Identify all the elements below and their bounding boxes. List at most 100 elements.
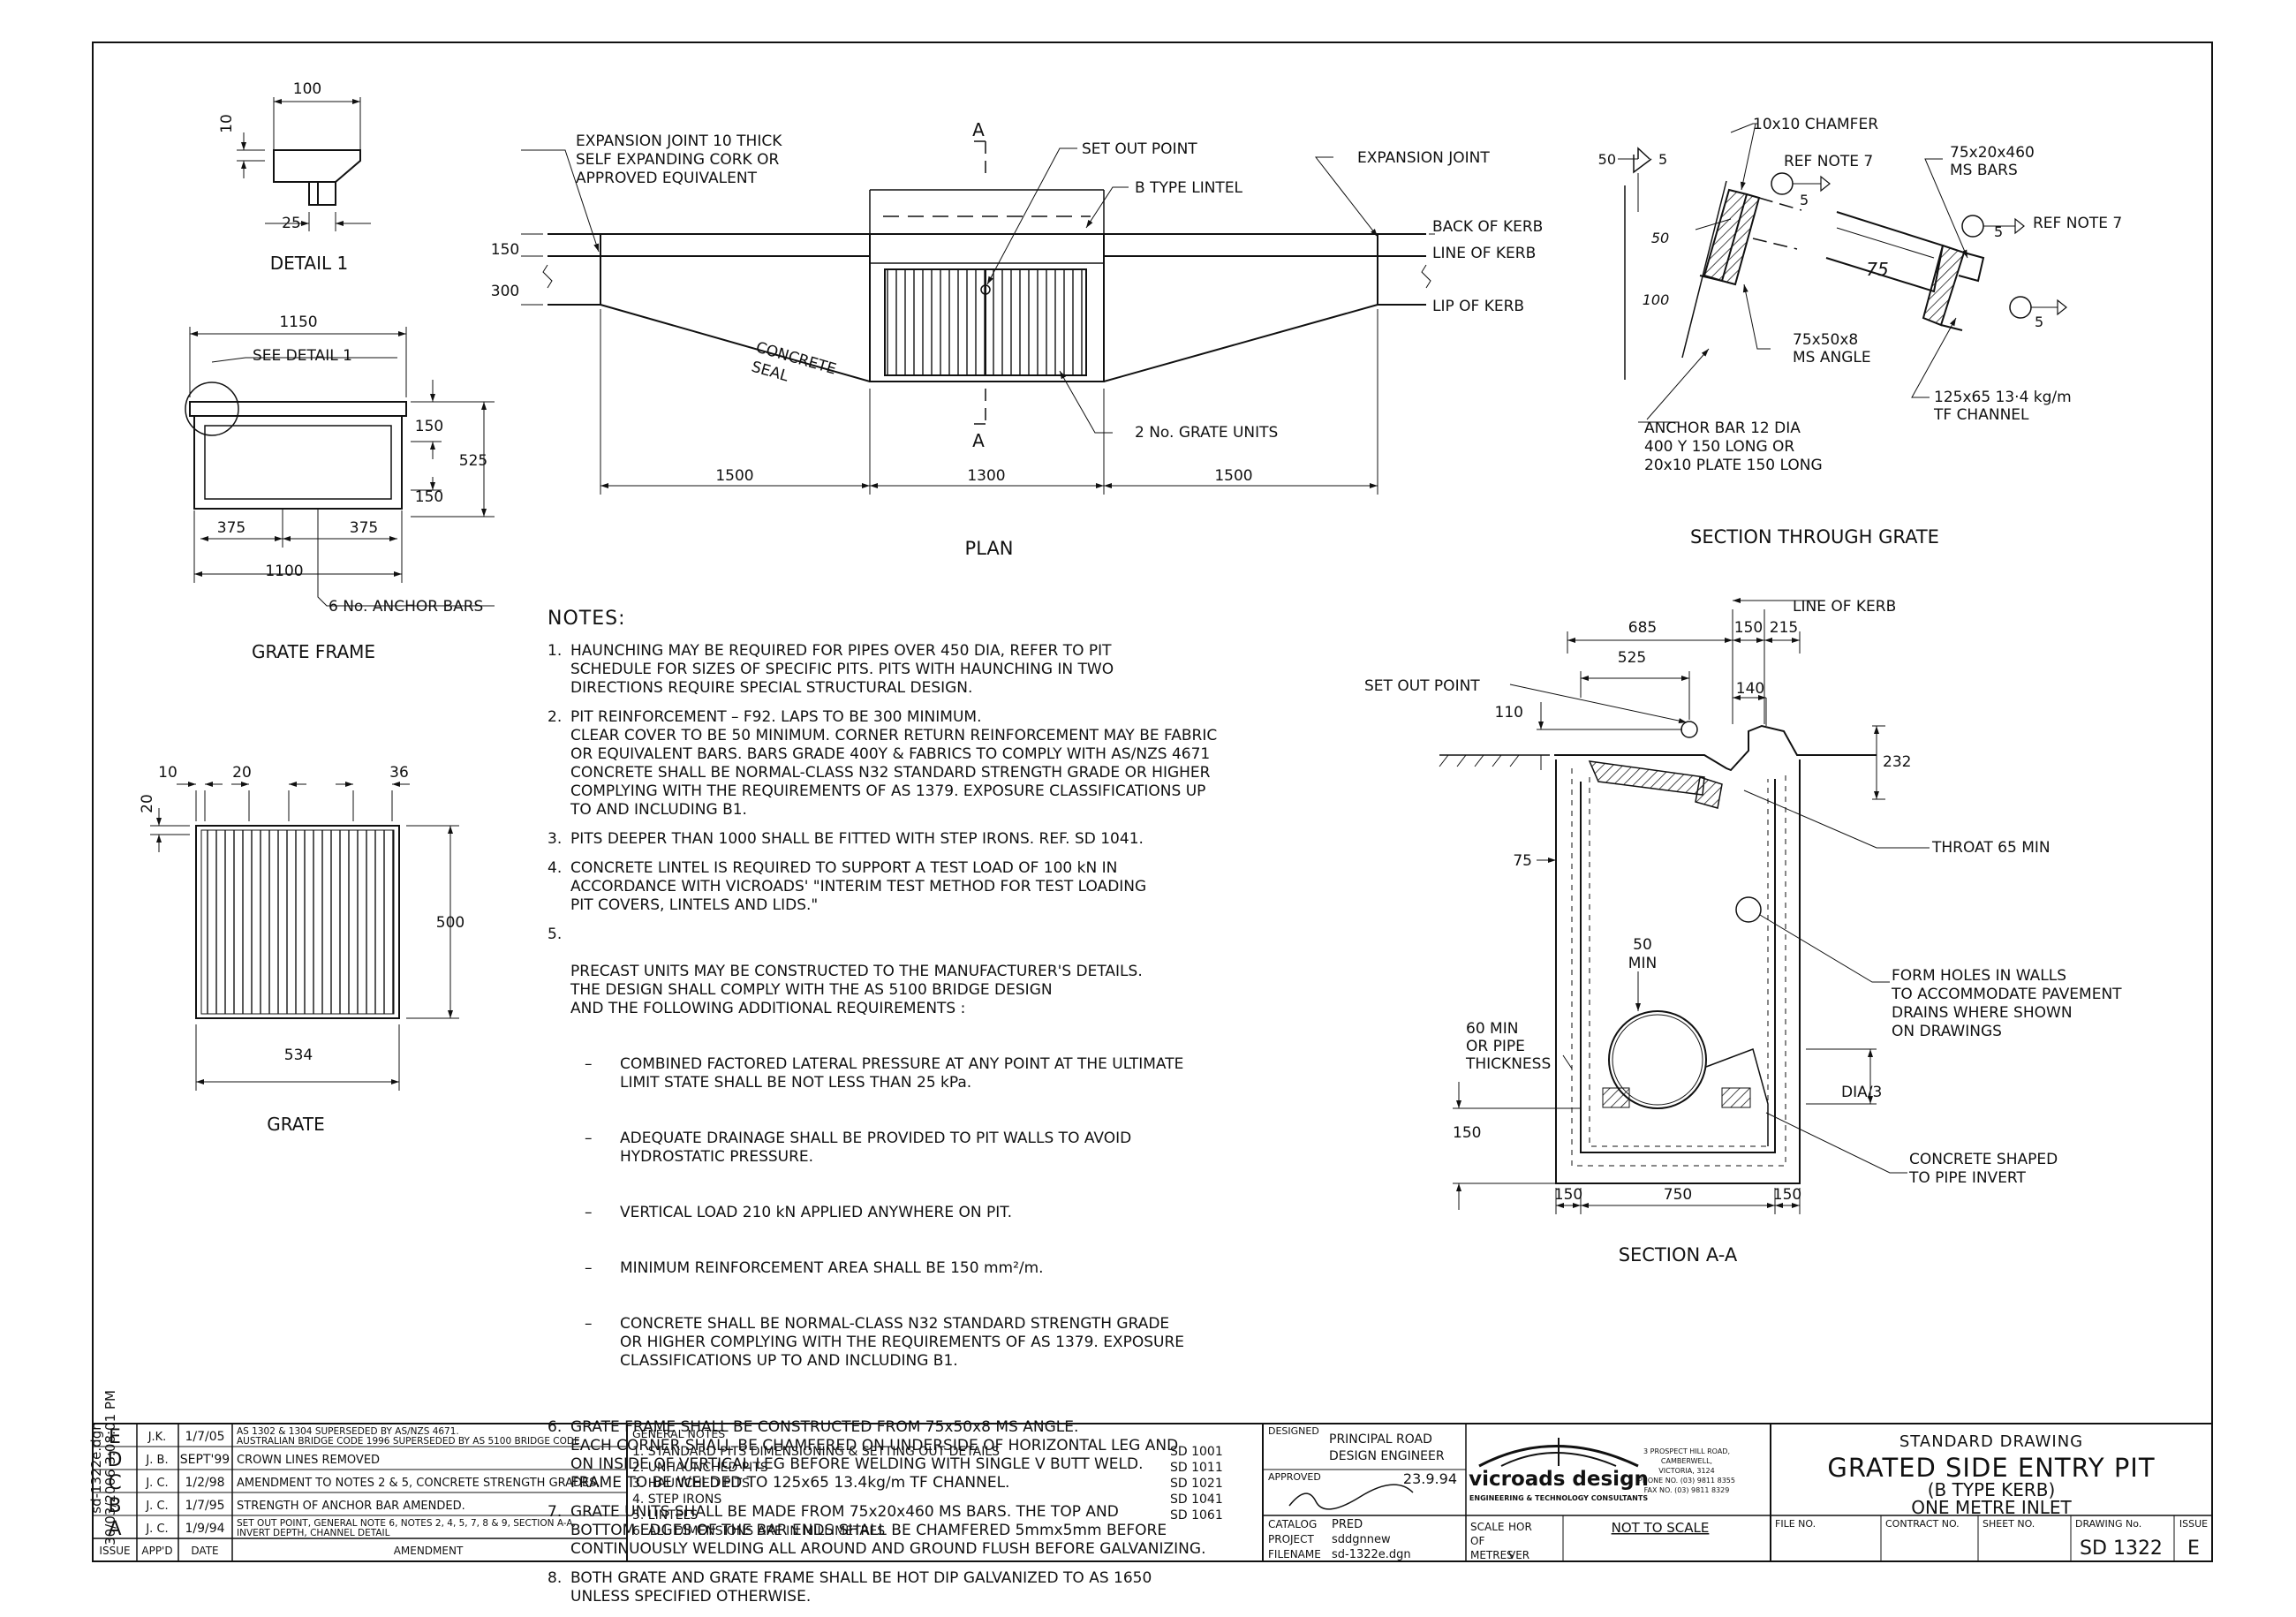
plan-view (521, 140, 1435, 495)
detail1-dim-100: 100 (293, 80, 321, 98)
note-number: 2. (548, 708, 563, 726)
frame-dim-1100: 1100 (265, 563, 303, 580)
general-note: 1. STANDARD PITS DIMENSIONING & SETTING … (632, 1445, 1000, 1459)
plan-callout-expansion-joint-1: EXPANSION JOINT 10 THICK (576, 132, 782, 150)
aa-dim-150bl: 150 (1554, 1186, 1582, 1204)
aa-dim-685: 685 (1628, 619, 1657, 637)
amend-text: AMENDMENT TO NOTES 2 & 5, CONCRETE STREN… (237, 1477, 600, 1490)
notes-heading: NOTES: (548, 608, 626, 630)
amend-issue: B (108, 1495, 121, 1517)
amend-appd: J. C. (145, 1477, 168, 1490)
filename-value: sd-1322e.dgn (1332, 1548, 1411, 1561)
drawing-subtitle-2: ONE METRE INLET (1911, 1497, 2072, 1518)
frame-dim-375b: 375 (350, 519, 378, 537)
amend-date: 1/9/94 (185, 1522, 224, 1536)
sec-callout-tf-channel: TF CHANNEL (1933, 406, 2029, 424)
amend-text: SET OUT POINT, GENERAL NOTE 6, NOTES 2, … (237, 1518, 576, 1529)
section-through-grate (1618, 123, 2067, 423)
aa-callout-form-holes-3: DRAINS WHERE SHOWN (1892, 1004, 2073, 1022)
project-label: PROJECT (1268, 1533, 1315, 1545)
dash-glyph: – (585, 1055, 593, 1073)
company-address-1: 3 PROSPECT HILL ROAD, (1643, 1447, 1730, 1455)
general-note: 6. ALL DIMENSIONS ARE IN MILLIMETRES (632, 1524, 885, 1538)
note-item: 4. CONCRETE LINTEL IS REQUIRED TO SUPPOR… (548, 859, 1360, 915)
general-note-ref: SD 1001 (1170, 1445, 1223, 1459)
grate-frame-title: GRATE FRAME (252, 641, 375, 662)
sec-dim-100: 100 (1643, 291, 1670, 308)
approved-date: 23.9.94 (1403, 1470, 1457, 1487)
general-note-ref: SD 1061 (1170, 1508, 1223, 1523)
amend-text-2: AUSTRALIAN BRIDGE CODE 1996 SUPERSEDED B… (237, 1436, 580, 1447)
sec-dim-50a: 50 (1598, 151, 1616, 168)
plan-callout-expansion-joint-3: APPROVED EQUIVALENT (576, 170, 758, 187)
note-item: 7. GRATE UNITS SHALL BE MADE FROM 75x20x… (548, 1503, 1360, 1559)
sec-callout-chamfer: 10x10 CHAMFER (1753, 116, 1878, 133)
issue-value: E (2187, 1538, 2200, 1560)
general-note-ref: SD 1041 (1170, 1492, 1223, 1507)
note-subitem: –MINIMUM REINFORCEMENT AREA SHALL BE 150… (585, 1259, 1360, 1278)
aa-dim-110: 110 (1495, 704, 1523, 722)
logo-tagline: ENGINEERING & TECHNOLOGY CONSULTANTS (1469, 1494, 1648, 1502)
amend-issue: E (109, 1426, 121, 1448)
notes-block: NOTES: 1. HAUNCHING MAY BE REQUIRED FOR … (548, 609, 1360, 1617)
frame-dim-375a: 375 (217, 519, 245, 537)
note-text: GRATE FRAME SHALL BE CONSTRUCTED FROM 75… (570, 1418, 1179, 1492)
note-number: 6. (548, 1418, 563, 1436)
amend-appd: J.K. (147, 1431, 167, 1444)
aa-callout-set-out-point: SET OUT POINT (1364, 677, 1480, 695)
note-subitem: –VERTICAL LOAD 210 kN APPLIED ANYWHERE O… (585, 1204, 1360, 1222)
aa-dim-232: 232 (1883, 753, 1911, 771)
plan-callout-grate-units: 2 No. GRATE UNITS (1135, 424, 1278, 442)
aa-callout-form-holes-1: FORM HOLES IN WALLS (1892, 967, 2066, 985)
aa-callout-throat: THROAT 65 MIN (1931, 839, 2051, 857)
frame-callout-anchor-bars: 6 No. ANCHOR BARS (329, 598, 483, 616)
note-text: PIT REINFORCEMENT – F92. LAPS TO BE 300 … (570, 708, 1218, 819)
sec-callout-bars-size: 75x20x460 (1950, 144, 2035, 162)
drawing-no-label: DRAWING No. (2075, 1518, 2141, 1530)
plan-callout-expansion-joint-2: SELF EXPANDING CORK OR (576, 151, 779, 169)
company-fax: FAX NO. (03) 9811 8329 (1644, 1486, 1730, 1494)
note-text: GRATE UNITS SHALL BE MADE FROM 75x20x460… (570, 1503, 1206, 1558)
detail1-dim-10: 10 (218, 114, 236, 133)
dash-glyph: – (585, 1315, 593, 1333)
amend-date: 1/2/98 (185, 1476, 224, 1490)
scale-of: OF (1470, 1535, 1484, 1547)
drawing-title-block: STANDARD DRAWING GRATED SIDE ENTRY PIT (… (1775, 1432, 2208, 1560)
note-subitem-text: MINIMUM REINFORCEMENT AREA SHALL BE 150 … (620, 1259, 1044, 1277)
amend-text: STRENGTH OF ANCHOR BAR AMENDED. (237, 1500, 465, 1513)
standard-drawing-header: STANDARD DRAWING (1899, 1432, 2083, 1451)
plan-dim-1500b: 1500 (1214, 467, 1252, 485)
sec-callout-ref-note-7a: REF NOTE 7 (1784, 153, 1873, 170)
plan-callout-lip-of-kerb: LIP OF KERB (1432, 298, 1524, 315)
note-number: 5. (548, 926, 563, 943)
note-item: 2. PIT REINFORCEMENT – F92. LAPS TO BE 3… (548, 708, 1360, 820)
dash-glyph: – (585, 1204, 593, 1221)
note-text: HAUNCHING MAY BE REQUIRED FOR PIPES OVER… (570, 642, 1114, 697)
aa-dim-525: 525 (1618, 649, 1646, 667)
general-note: 5. LINTELS (632, 1508, 698, 1523)
amend-date: 1/7/05 (185, 1430, 224, 1444)
file-no-label: FILE NO. (1775, 1518, 1816, 1530)
file-stamp-name: sd-1322e.dgn (88, 1422, 104, 1513)
sec-callout-ref-note-7b: REF NOTE 7 (2033, 215, 2122, 232)
approved-label: APPROVED (1268, 1471, 1321, 1483)
general-notes: GENERAL NOTES 1. STANDARD PITS DIMENSION… (632, 1427, 1223, 1538)
company-address-3: VICTORIA, 3124 (1658, 1467, 1714, 1475)
general-notes-title: GENERAL NOTES (632, 1427, 725, 1440)
frame-dim-1150: 1150 (279, 314, 317, 331)
plan-callout-back-of-kerb: BACK OF KERB (1432, 218, 1543, 236)
note-subitem-text: CONCRETE SHALL BE NORMAL-CLASS N32 STAND… (620, 1315, 1185, 1370)
designed-value-1: PRINCIPAL ROAD (1329, 1432, 1432, 1447)
aa-callout-concrete-shaped-1: CONCRETE SHAPED (1909, 1151, 2058, 1168)
sec-callout-ms-bars: MS BARS (1950, 162, 2018, 179)
note-text: PRECAST UNITS MAY BE CONSTRUCTED TO THE … (570, 963, 1143, 1017)
aa-dim-215: 215 (1770, 619, 1798, 637)
amend-issue: A (108, 1518, 121, 1540)
sec-callout-anchor-bar-2: 400 Y 150 LONG OR (1644, 438, 1794, 456)
note-number: 7. (548, 1503, 563, 1521)
issue-label: ISSUE (2179, 1518, 2208, 1530)
amend-date: 1/7/95 (185, 1499, 224, 1513)
sec-dim-5a: 5 (1658, 151, 1667, 168)
aa-callout-or-pipe: OR PIPE (1466, 1038, 1525, 1055)
